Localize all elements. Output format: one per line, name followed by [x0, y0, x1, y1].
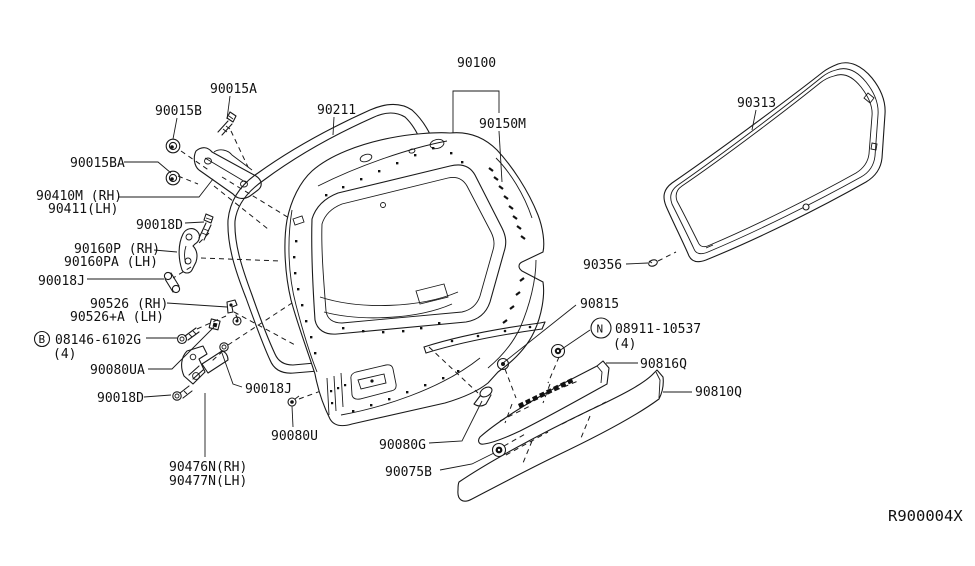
hinge-90410M: [193, 147, 262, 199]
rear-window-glass: [663, 62, 886, 263]
label-90810Q: 90810Q: [695, 385, 742, 400]
label-90015B: 90015B: [155, 104, 202, 119]
label-90526: 90526 (RH): [90, 297, 168, 312]
stay-assembly-90476N: [181, 342, 229, 385]
label-qty-N: (4): [613, 337, 636, 352]
finisher-mount-dashed: [428, 346, 479, 394]
label-90815: 90815: [580, 297, 619, 312]
symbol-circle-B: [33, 330, 51, 348]
label-90075B: 90075B: [385, 465, 432, 480]
check-link-90160P: [178, 228, 200, 274]
label-90018J-upper: 90018J: [38, 274, 85, 289]
label-symbol-N: N: [597, 323, 604, 336]
bolt-90015A: [217, 111, 237, 136]
label-90018J-lower: 90018J: [245, 382, 292, 397]
clip-90356: [648, 251, 677, 267]
tailgate-panel: [284, 132, 545, 427]
label-90018D-upper: 90018D: [136, 218, 183, 233]
emblem-lettering: [518, 378, 574, 409]
clip-90080U: [287, 395, 300, 407]
label-90015A: 90015A: [210, 82, 257, 97]
label-90477N: 90477N(LH): [169, 474, 247, 489]
label-90356: 90356: [583, 258, 622, 273]
label-90018D-lower: 90018D: [97, 391, 144, 406]
label-90411: 90411(LH): [48, 202, 118, 217]
grommet-90015B: [165, 138, 181, 154]
label-90080G: 90080G: [379, 438, 426, 453]
hinge-grommet-hardware: [163, 111, 300, 407]
label-symbol-B: B: [39, 333, 46, 346]
callout-labels: 90015A 90015B 90015BA 90410M (RH) 90411(…: [33, 56, 963, 525]
label-90160P: 90160P (RH): [74, 242, 160, 257]
label-qty-B: (4): [53, 347, 76, 362]
label-90100: 90100: [457, 56, 496, 71]
label-08146: 08146-6102G: [55, 333, 141, 348]
link-90018J-upper: [163, 271, 181, 294]
symbol-circle-N: [590, 317, 612, 339]
diagram-ref-code: R900004X: [888, 507, 963, 525]
screw-90075B: [491, 432, 528, 458]
clip-90526: [226, 299, 242, 326]
bolt-90018D-lower: [172, 385, 193, 401]
label-90160PA: 90160PA (LH): [64, 255, 158, 270]
label-90080UA: 90080UA: [90, 363, 145, 378]
molding-90815: [423, 321, 566, 399]
grommet-90015BA: [165, 170, 181, 186]
label-90526A: 90526+A (LH): [70, 310, 164, 325]
label-90816Q: 90816Q: [640, 357, 687, 372]
bolt-08146: [176, 327, 200, 345]
label-90410M: 90410M (RH): [36, 189, 122, 204]
leader-lines: [87, 90, 757, 471]
label-90313: 90313: [737, 96, 776, 111]
label-90476N: 90476N(RH): [169, 460, 247, 475]
label-90150M: 90150M: [479, 117, 526, 132]
label-90211: 90211: [317, 103, 356, 118]
clip-90080UA: [208, 318, 221, 331]
label-90015BA: 90015BA: [70, 156, 125, 171]
bolt-90018D-upper: [198, 213, 214, 241]
finisher-90810Q: [457, 369, 664, 502]
inner-panel-weld-ticks: [488, 167, 526, 324]
label-08911: 08911-10537: [615, 322, 701, 337]
finisher-90816Q: [478, 360, 610, 445]
label-90080U: 90080U: [271, 429, 318, 444]
bumper-90080G: [473, 386, 493, 407]
